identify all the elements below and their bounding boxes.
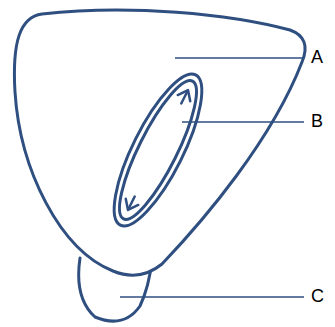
flow-arrows	[122, 87, 195, 213]
part-label: B	[311, 111, 323, 131]
leader-line	[175, 57, 304, 59]
leader-line	[182, 121, 304, 123]
outer-body	[14, 10, 305, 275]
leader-lines	[120, 58, 304, 297]
inner-opening	[98, 64, 218, 237]
part-label: C	[311, 286, 324, 306]
leader-line	[120, 296, 304, 298]
part-label: A	[311, 47, 323, 67]
